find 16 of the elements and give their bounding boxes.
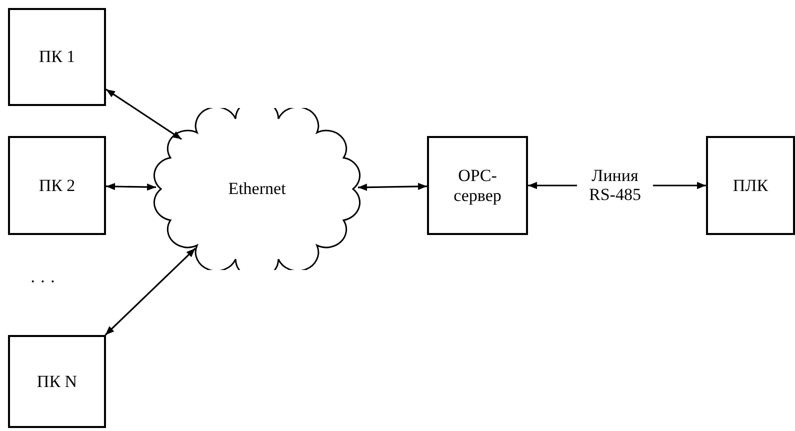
node-label: ПК 1 (38, 47, 76, 67)
double-arrow (104, 248, 196, 336)
double-arrow (106, 182, 156, 191)
node-label: Ethernet (228, 179, 286, 199)
node-label: ПК 2 (38, 176, 76, 196)
node-label: ПЛК (732, 176, 768, 196)
network-cloud (152, 108, 362, 270)
device-box (427, 136, 528, 235)
device-box (8, 136, 106, 235)
double-arrow (106, 88, 182, 140)
node-label: OPC-сервер (452, 166, 502, 206)
double-arrow (358, 182, 428, 191)
device-box (706, 136, 795, 235)
device-box (8, 335, 106, 428)
node-label: ПК N (36, 372, 78, 392)
device-box (8, 8, 106, 106)
